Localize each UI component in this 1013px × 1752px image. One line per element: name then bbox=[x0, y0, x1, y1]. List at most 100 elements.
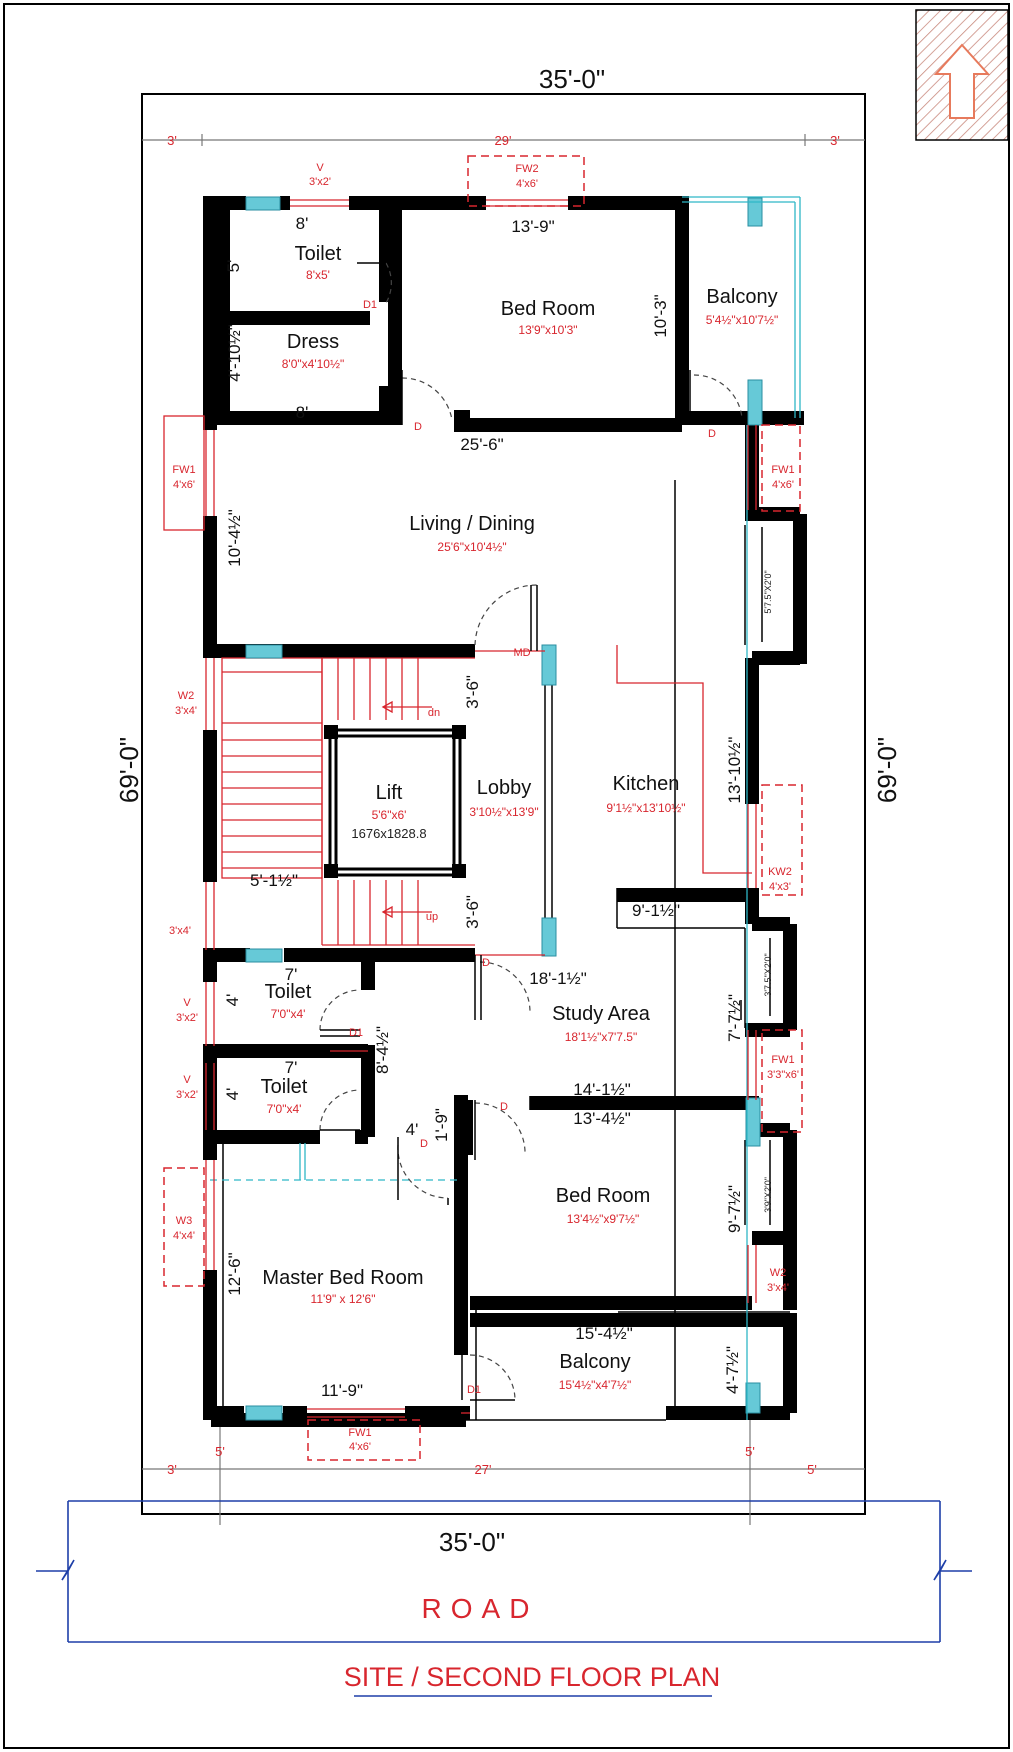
room-study-size: 18'1½"x7'7.5" bbox=[565, 1030, 638, 1044]
duct-3: 3'9"X2'0" bbox=[763, 1177, 773, 1213]
room-lobby-name: Lobby bbox=[477, 777, 532, 799]
room-balcony-bottom-size: 15'4½"x4'7½" bbox=[559, 1378, 632, 1392]
room-balcony-bottom-name: Balcony bbox=[559, 1351, 630, 1373]
room-master-name: Master Bed Room bbox=[262, 1267, 423, 1289]
w2-right-code: W2 bbox=[770, 1267, 787, 1279]
dim-4-7: 4'-7½" bbox=[723, 1346, 742, 1394]
inner-lines bbox=[222, 480, 790, 1421]
plot-depth-left: 69'-0" bbox=[114, 737, 144, 803]
fw2-top-size: 4'x6' bbox=[516, 178, 538, 190]
lift-shaft bbox=[324, 725, 466, 878]
fw1-right-code: FW1 bbox=[771, 464, 794, 476]
plot-boundary bbox=[141, 93, 866, 1515]
room-toilet-mid-name: Toilet bbox=[265, 981, 312, 1003]
duct-2: 3'7.5"X2'0" bbox=[763, 953, 773, 996]
north-arrow bbox=[915, 9, 1009, 141]
dim-7-7: 7'-7½" bbox=[725, 994, 744, 1042]
dim-10-4: 10'-4½" bbox=[225, 509, 244, 566]
room-labels: Toilet 8'x5' Dress 8'0"x4'10½" Bed Room … bbox=[261, 243, 779, 1392]
road: 35'-0" ROAD bbox=[36, 1500, 972, 1643]
fw1-left-size: 4'x6' bbox=[173, 479, 195, 491]
room-lift-size2: 1676x1828.8 bbox=[351, 826, 426, 841]
dim-5-1: 5'-1½" bbox=[250, 871, 298, 890]
setback-bottom-mid: 27' bbox=[475, 1462, 492, 1477]
room-master-size: 11'9" x 12'6" bbox=[311, 1292, 376, 1306]
dim-13-4: 13'-4½" bbox=[573, 1109, 630, 1128]
room-toilet-low-name: Toilet bbox=[261, 1076, 308, 1098]
dim-3-6-top: 3'-6" bbox=[463, 675, 482, 709]
dim-8-4: 8'-4½" bbox=[373, 1026, 392, 1074]
setback-bottom-5b: 5' bbox=[745, 1444, 755, 1459]
door-d-bed: D bbox=[414, 421, 422, 433]
fw1-right-low-code: FW1 bbox=[771, 1054, 794, 1066]
road-label: ROAD bbox=[422, 1593, 539, 1624]
door-d-master: D bbox=[420, 1138, 428, 1150]
dim-25-6: 25'-6" bbox=[460, 435, 503, 454]
room-bed-top-size: 13'9"x10'3" bbox=[518, 323, 577, 337]
fw1-bottom-size: 4'x6' bbox=[349, 1441, 371, 1453]
room-toilet-mid-size: 7'0"x4' bbox=[271, 1007, 306, 1021]
columns bbox=[245, 196, 763, 1421]
v-low-size: 3'x2' bbox=[176, 1089, 198, 1101]
balcony-top-rail bbox=[210, 196, 801, 1420]
plot-width-bottom: 35'-0" bbox=[439, 1527, 505, 1557]
dim-12-6: 12'-6" bbox=[225, 1252, 244, 1295]
v-low-code: V bbox=[183, 1074, 191, 1086]
dim-7-mid: 7' bbox=[285, 965, 298, 984]
door-md: MD bbox=[513, 647, 530, 659]
stair-dn: dn bbox=[428, 707, 440, 719]
room-living-name: Living / Dining bbox=[409, 513, 535, 535]
room-bed-right-name: Bed Room bbox=[556, 1185, 651, 1207]
dim-11-9: 11'-9" bbox=[321, 1381, 363, 1400]
w2-right-size: 3'x4' bbox=[767, 1282, 789, 1294]
v-top-code: V bbox=[316, 162, 324, 174]
w2-left-code: W2 bbox=[178, 690, 195, 702]
room-lift-name: Lift bbox=[376, 782, 403, 804]
dim-4-mid: 4' bbox=[223, 994, 242, 1007]
room-balcony-top-size: 5'4½"x10'7½" bbox=[706, 313, 779, 327]
walls bbox=[203, 196, 807, 1427]
room-toilet-low-size: 7'0"x4' bbox=[267, 1102, 302, 1116]
dim-18-1: 18'-1½" bbox=[529, 969, 586, 988]
dim-4-10: 4'-10½" bbox=[225, 324, 244, 381]
dim-15-4: 15'-4½" bbox=[575, 1324, 632, 1343]
dim-13-9: 13'-9" bbox=[511, 217, 554, 236]
windows: V 3'x2' FW2 4'x6' FW1 4'x6' FW1 4'x6' W2… bbox=[163, 155, 803, 1461]
v-mid-code: V bbox=[183, 997, 191, 1009]
v-top-size: 3'x2' bbox=[309, 176, 331, 188]
door-d1-bal: D1 bbox=[467, 1384, 481, 1396]
room-study-name: Study Area bbox=[552, 1003, 651, 1025]
setback-bottom-right: 5' bbox=[807, 1462, 817, 1477]
room-bed-top-name: Bed Room bbox=[501, 298, 596, 320]
door-d-study: D bbox=[500, 1101, 508, 1113]
door-d-lobby: D bbox=[482, 957, 490, 969]
dim-4-door: 4' bbox=[406, 1120, 419, 1139]
fw1-left-code: FW1 bbox=[172, 464, 195, 476]
dimension-labels: 8' 5' 13'-9" 10'-3" 4'-10½" 8' 25'-6" 10… bbox=[223, 214, 744, 1400]
w2-left-size: 3'x4' bbox=[175, 705, 197, 717]
kw2-code: KW2 bbox=[768, 866, 792, 878]
w3-code: W3 bbox=[176, 1215, 193, 1227]
setback-bottom-5a: 5' bbox=[215, 1444, 225, 1459]
dim-9-7: 9'-7½" bbox=[725, 1185, 744, 1233]
room-toilet-top-name: Toilet bbox=[295, 243, 342, 265]
dim-1-9: 1'-9" bbox=[432, 1108, 451, 1142]
door-d1-top: D1 bbox=[363, 299, 377, 311]
room-dress-size: 8'0"x4'10½" bbox=[282, 357, 344, 371]
room-kitchen-size: 9'1½"x13'10½" bbox=[606, 801, 685, 815]
dim-7-low: 7' bbox=[285, 1058, 298, 1077]
dim-8-bottom: 8' bbox=[296, 403, 309, 422]
room-toilet-top-size: 8'x5' bbox=[306, 268, 330, 282]
setback-bottom-left: 3' bbox=[167, 1462, 177, 1477]
fw1-bottom-code: FW1 bbox=[348, 1427, 371, 1439]
stair-up: up bbox=[426, 911, 438, 923]
ducts: 5'7.5"X2'0" 3'7.5"X2'0" 3'9"X2'0" bbox=[763, 570, 773, 1213]
dim-5: 5' bbox=[224, 260, 243, 273]
plot-width-top: 35'-0" bbox=[539, 64, 605, 94]
dim-10-3: 10'-3" bbox=[651, 294, 670, 337]
room-balcony-top-name: Balcony bbox=[706, 286, 777, 308]
dim-4-low: 4' bbox=[223, 1088, 242, 1101]
w3-size: 4'x4' bbox=[173, 1230, 195, 1242]
room-lift-size: 5'6"x6' bbox=[372, 808, 407, 822]
